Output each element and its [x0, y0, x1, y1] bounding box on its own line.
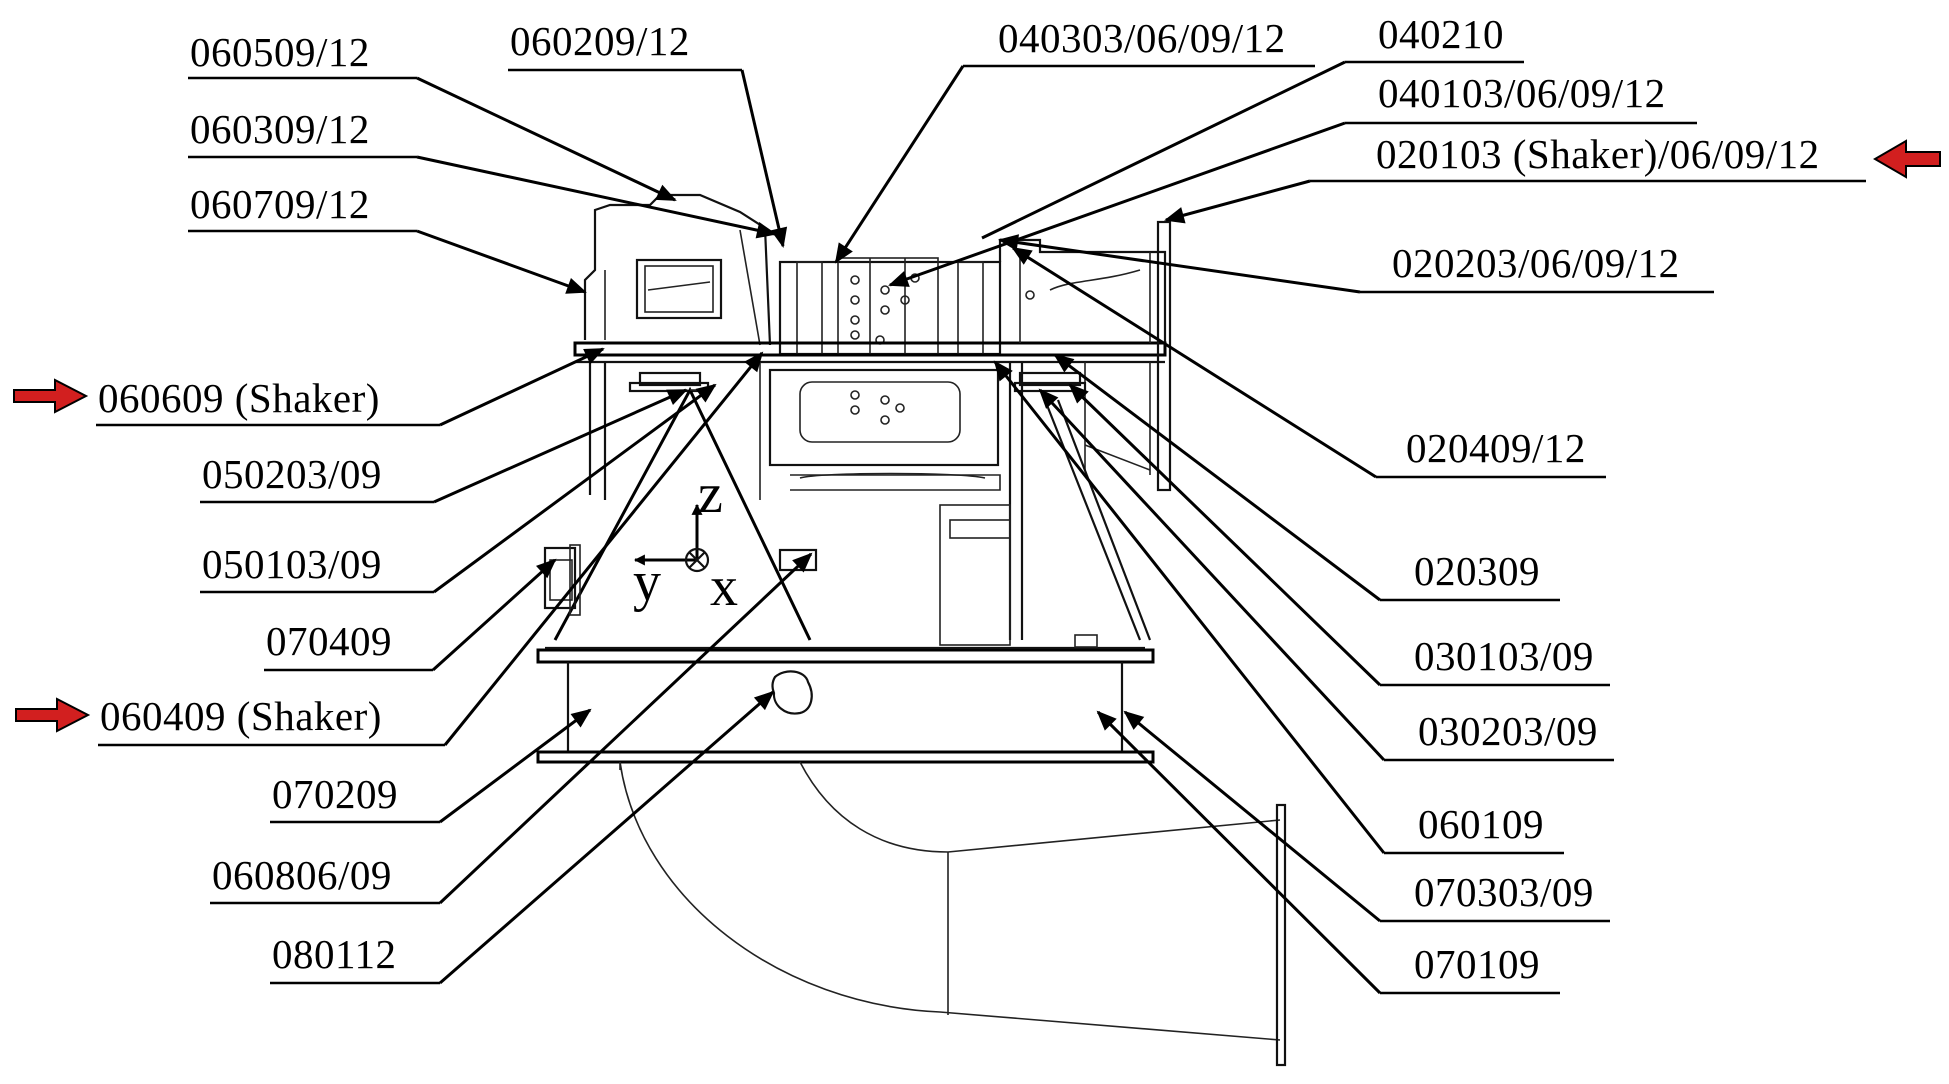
axis-label-x: x — [710, 556, 738, 618]
label-020409-12: 020409/12 — [1406, 425, 1586, 471]
red-arrow-icon — [15, 697, 91, 733]
label-060209-12: 060209/12 — [510, 18, 690, 64]
label-050103-09: 050103/09 — [202, 541, 382, 587]
label-040210: 040210 — [1378, 11, 1504, 57]
label-020203-06-09-12: 020203/06/09/12 — [1392, 240, 1680, 286]
label-030103-09: 030103/09 — [1414, 633, 1594, 679]
label-070303-09: 070303/09 — [1414, 869, 1594, 915]
callouts: 060509/12 060209/12 040303/06/09/12 0402… — [96, 11, 1866, 995]
label-020309: 020309 — [1414, 548, 1540, 594]
label-060309-12: 060309/12 — [190, 106, 370, 152]
label-060109: 060109 — [1418, 801, 1544, 847]
red-arrow-icon — [1873, 139, 1941, 179]
label-060509-12: 060509/12 — [190, 29, 370, 75]
label-080112: 080112 — [272, 931, 396, 977]
label-060806-09: 060806/09 — [212, 852, 392, 898]
label-070409: 070409 — [266, 618, 392, 664]
red-arrow-icon — [13, 378, 89, 414]
machine-structure — [536, 193, 1287, 1067]
label-060609-shaker: 060609 (Shaker) — [98, 375, 380, 421]
label-060409-shaker: 060409 (Shaker) — [100, 693, 382, 739]
label-040103-06-09-12: 040103/06/09/12 — [1378, 70, 1666, 116]
label-070209: 070209 — [272, 771, 398, 817]
label-020103-shaker: 020103 (Shaker)/06/09/12 — [1376, 131, 1820, 177]
shaker-highlight-arrows — [13, 139, 1941, 733]
label-060709-12: 060709/12 — [190, 181, 370, 227]
label-050203-09: 050203/09 — [202, 451, 382, 497]
axis-label-y: y — [633, 551, 661, 613]
label-040303-06-09-12: 040303/06/09/12 — [998, 15, 1286, 61]
axis-label-z: z — [698, 463, 723, 525]
label-030203-09: 030203/09 — [1418, 708, 1598, 754]
label-070109: 070109 — [1414, 941, 1540, 987]
